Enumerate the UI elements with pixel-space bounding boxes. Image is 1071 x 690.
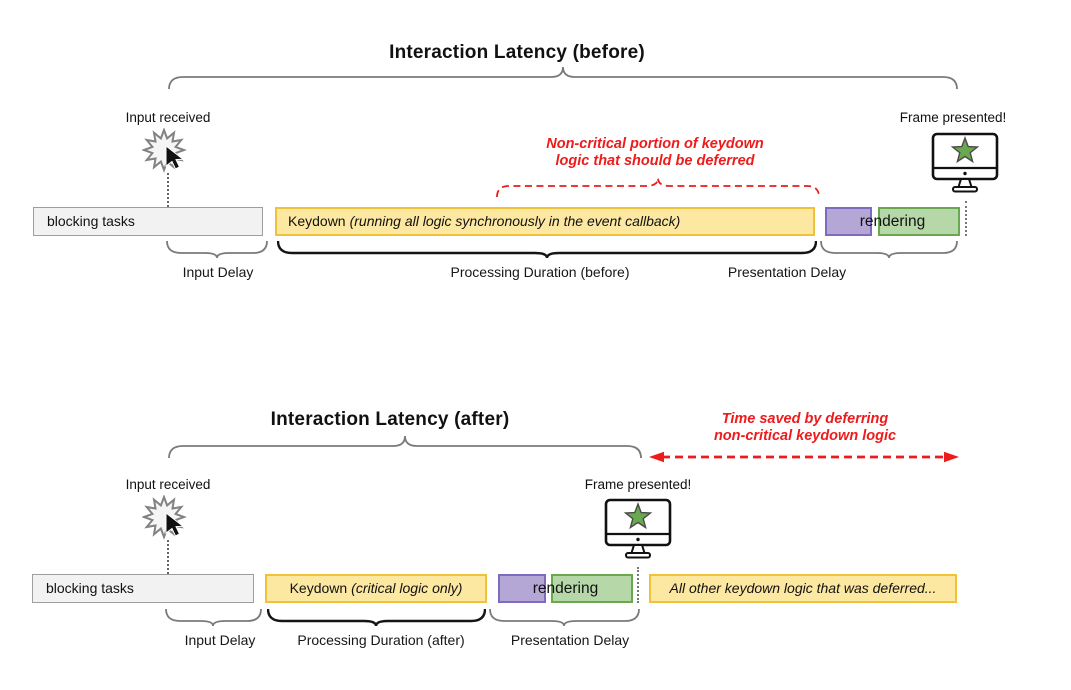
after-processing-paint-bar [498, 574, 546, 603]
before-input-dotted-line [167, 173, 169, 207]
before-input-delay-label: Input Delay [182, 264, 254, 280]
after-input-delay-label: Input Delay [184, 632, 256, 648]
after-input-dotted-line [167, 540, 169, 574]
after-frame-presented-label: Frame presented! [584, 477, 692, 492]
after-latency-brace [168, 435, 642, 459]
before-annotation: Non-critical portion of keydown logic th… [546, 136, 764, 169]
before-latency-brace [168, 66, 958, 90]
after-annotation: Time saved by deferring non-critical key… [713, 411, 897, 444]
after-blocking-tasks-bar: blocking tasks [32, 574, 254, 603]
after-deferred-logic-bar: All other keydown logic that was deferre… [649, 574, 957, 603]
after-presentation-brace [489, 608, 640, 627]
before-processing-brace [277, 240, 817, 259]
after-processing-label: Processing Duration (after) [297, 632, 465, 648]
before-frame-presented-label: Frame presented! [899, 110, 1007, 125]
before-presentation-brace [820, 240, 958, 259]
after-input-delay-brace [165, 608, 262, 627]
after-rendering-bar [551, 574, 633, 603]
before-frame-dotted-line [965, 201, 967, 236]
before-blocking-tasks-bar: blocking tasks [33, 207, 263, 236]
before-keydown-bar: Keydown (running all logic synchronously… [275, 207, 815, 236]
before-input-received-label: Input received [125, 110, 211, 125]
before-rendering-bar [878, 207, 960, 236]
monitor-with-star-icon [604, 498, 672, 559]
after-keydown-bar: Keydown (critical logic only) [265, 574, 487, 603]
before-input-delay-brace [166, 240, 268, 259]
time-saved-arrow [649, 451, 959, 463]
after-presentation-label: Presentation Delay [510, 632, 630, 648]
before-processing-label: Processing Duration (before) [450, 264, 630, 280]
before-title: Interaction Latency (before) [389, 42, 645, 63]
after-title: Interaction Latency (after) [270, 409, 510, 430]
starburst-cursor-icon [142, 128, 187, 173]
after-processing-brace [267, 608, 486, 627]
before-presentation-label: Presentation Delay [727, 264, 847, 280]
after-input-received-label: Input received [125, 477, 211, 492]
monitor-with-star-icon [931, 132, 999, 193]
before-deferred-dashed-brace [496, 177, 820, 198]
after-frame-dotted-line [637, 567, 639, 603]
starburst-cursor-icon [142, 495, 187, 540]
before-processing-paint-bar [825, 207, 872, 236]
